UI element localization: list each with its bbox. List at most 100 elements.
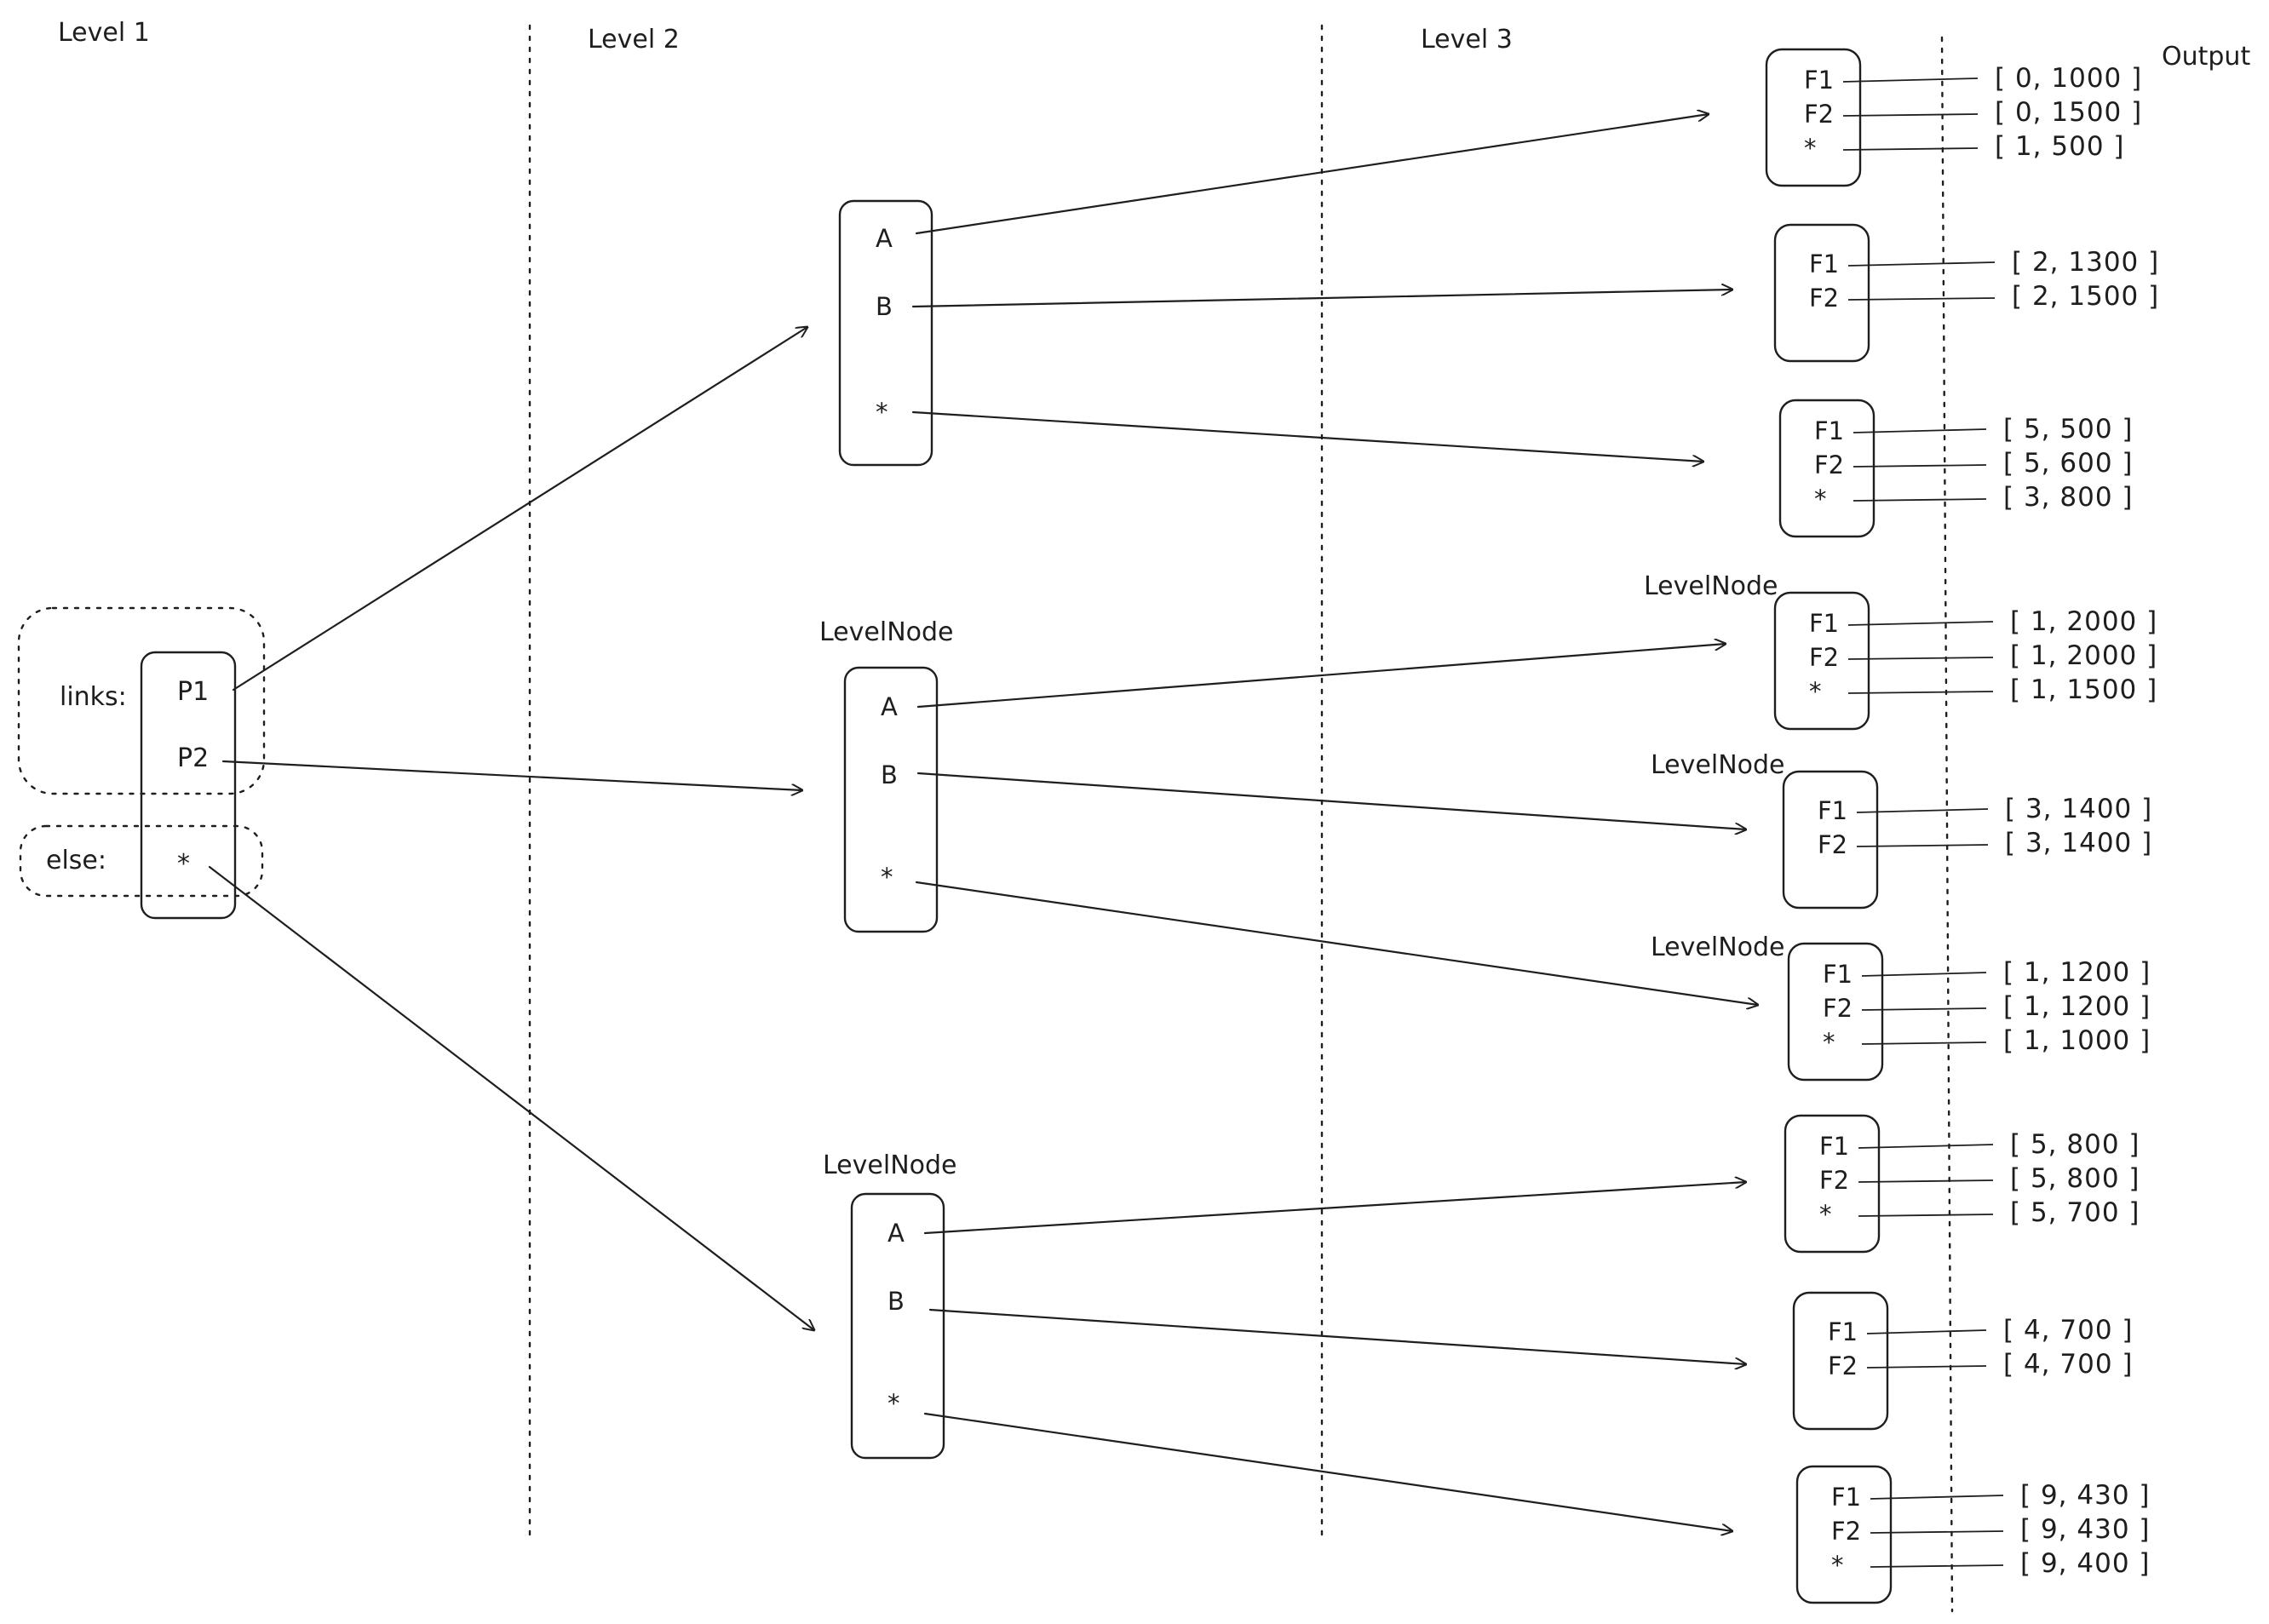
output-value: [ 9, 400 ] [2020, 1548, 2151, 1579]
level3-key: F2 [1828, 1351, 1858, 1380]
level2-key: B [876, 292, 893, 321]
level2-key: A [876, 224, 893, 253]
output-value: [ 5, 800 ] [2010, 1163, 2140, 1194]
level2-node-box [850, 1192, 945, 1460]
output-value: [ 5, 500 ] [2003, 414, 2134, 445]
link-arrow [221, 760, 802, 790]
level3-node-box [1782, 770, 1879, 910]
output-leader-line [1847, 657, 1994, 660]
level3-node-box [1778, 399, 1876, 538]
link-arrow [915, 881, 1758, 1005]
output-value: [ 1, 1200 ] [2003, 991, 2151, 1022]
level3-key: F2 [1809, 284, 1839, 313]
levelnode-label: LevelNode [1651, 933, 1785, 962]
link-arrow [923, 1182, 1746, 1235]
edges [208, 114, 1758, 1531]
output-value: [ 0, 1500 ] [1995, 97, 2142, 128]
link-arrow [911, 290, 1732, 308]
levelnode-label: LevelNode [819, 617, 954, 647]
output-value: [ 1, 2000 ] [2010, 606, 2157, 637]
root-node-box [140, 651, 237, 920]
output-value: [ 5, 700 ] [2010, 1197, 2140, 1228]
level3-key: F1 [1823, 960, 1853, 989]
output-value: [ 1, 500 ] [1995, 131, 2125, 162]
output-leader-line [1870, 1530, 2004, 1534]
output-leader-line [1861, 972, 1987, 977]
output-leader-line [1853, 428, 1987, 433]
levelnode-label: LevelNode [1651, 750, 1785, 780]
level3-key: * [1831, 1551, 1844, 1580]
output-value: [ 3, 800 ] [2003, 482, 2134, 513]
output-leader-line [1842, 147, 1979, 151]
level3-key: * [1814, 485, 1827, 514]
level3-node-box [1773, 223, 1870, 363]
level3-key: F2 [1814, 450, 1844, 479]
level3-key: F2 [1819, 1166, 1849, 1195]
output-value: [ 0, 1000 ] [1995, 63, 2142, 94]
level3-node-box [1787, 942, 1884, 1082]
level3-key: F2 [1809, 643, 1839, 672]
level-separator-3 [1940, 36, 1954, 1613]
level-3-header: Level 3 [1421, 25, 1513, 55]
root-key-p2: P2 [177, 743, 209, 773]
level3-key: F1 [1831, 1483, 1861, 1512]
level2-key: * [887, 1389, 900, 1418]
level3-key: F2 [1818, 830, 1847, 859]
level3-key: F1 [1818, 796, 1847, 825]
level2-key: A [887, 1219, 905, 1248]
level3-key: F2 [1823, 994, 1853, 1023]
level3-key: * [1809, 677, 1822, 706]
link-arrow [928, 1308, 1746, 1364]
level3-node-box [1792, 1291, 1889, 1431]
output-leader-line [1847, 261, 1996, 267]
level-2-header: Level 2 [588, 25, 680, 55]
level3-key: F1 [1814, 416, 1844, 445]
output-value: [ 1, 1500 ] [2010, 674, 2157, 705]
link-arrow [208, 865, 814, 1330]
level3-nodes: F1 [ 0, 1000 ] F2 [ 0, 1500 ] * [ 1, 500 ] F1 [… [1644, 48, 2159, 1604]
level3-key: * [1823, 1028, 1835, 1057]
output-value: [ 3, 1400 ] [2005, 794, 2152, 824]
output-leader-line [1847, 691, 1994, 694]
output-value: [ 2, 1500 ] [2012, 281, 2159, 312]
link-arrow [916, 644, 1726, 709]
output-leader-line [1847, 297, 1996, 301]
output-leader-line [1861, 1007, 1987, 1011]
output-header: Output [2162, 42, 2250, 72]
level3-key: F1 [1809, 250, 1839, 278]
output-value: [ 9, 430 ] [2020, 1514, 2151, 1545]
output-value: [ 4, 700 ] [2003, 1349, 2134, 1380]
output-value: [ 2, 1300 ] [2012, 247, 2159, 278]
link-arrow [916, 772, 1746, 829]
level2-key: B [881, 760, 898, 789]
output-value: [ 9, 430 ] [2020, 1480, 2151, 1511]
level3-key: * [1804, 134, 1817, 163]
level3-key: F1 [1809, 609, 1839, 638]
level2-key: * [876, 398, 888, 427]
output-value: [ 5, 600 ] [2003, 448, 2134, 479]
output-leader-line [1842, 113, 1979, 117]
level3-key: F1 [1804, 66, 1834, 95]
link-arrow [232, 327, 807, 691]
levelnode-label: LevelNode [823, 1151, 957, 1180]
level2-key: * [881, 863, 893, 892]
output-leader-line [1853, 464, 1987, 468]
output-value: [ 5, 800 ] [2010, 1129, 2140, 1160]
link-arrow [923, 1412, 1732, 1531]
else-label: else: [46, 846, 106, 875]
output-value: [ 1, 2000 ] [2010, 640, 2157, 671]
output-leader-line [1866, 1365, 1987, 1369]
level3-node-box [1784, 1114, 1881, 1254]
output-leader-line [1853, 498, 1987, 502]
root-key-else: * [177, 849, 190, 879]
root-key-p1: P1 [177, 677, 209, 707]
output-leader-line [1842, 77, 1979, 83]
output-leader-line [1866, 1329, 1987, 1334]
level2-key: B [887, 1287, 905, 1316]
output-leader-line [1870, 1564, 2004, 1568]
output-leader-line [1856, 844, 1989, 847]
output-leader-line [1861, 1042, 1987, 1045]
